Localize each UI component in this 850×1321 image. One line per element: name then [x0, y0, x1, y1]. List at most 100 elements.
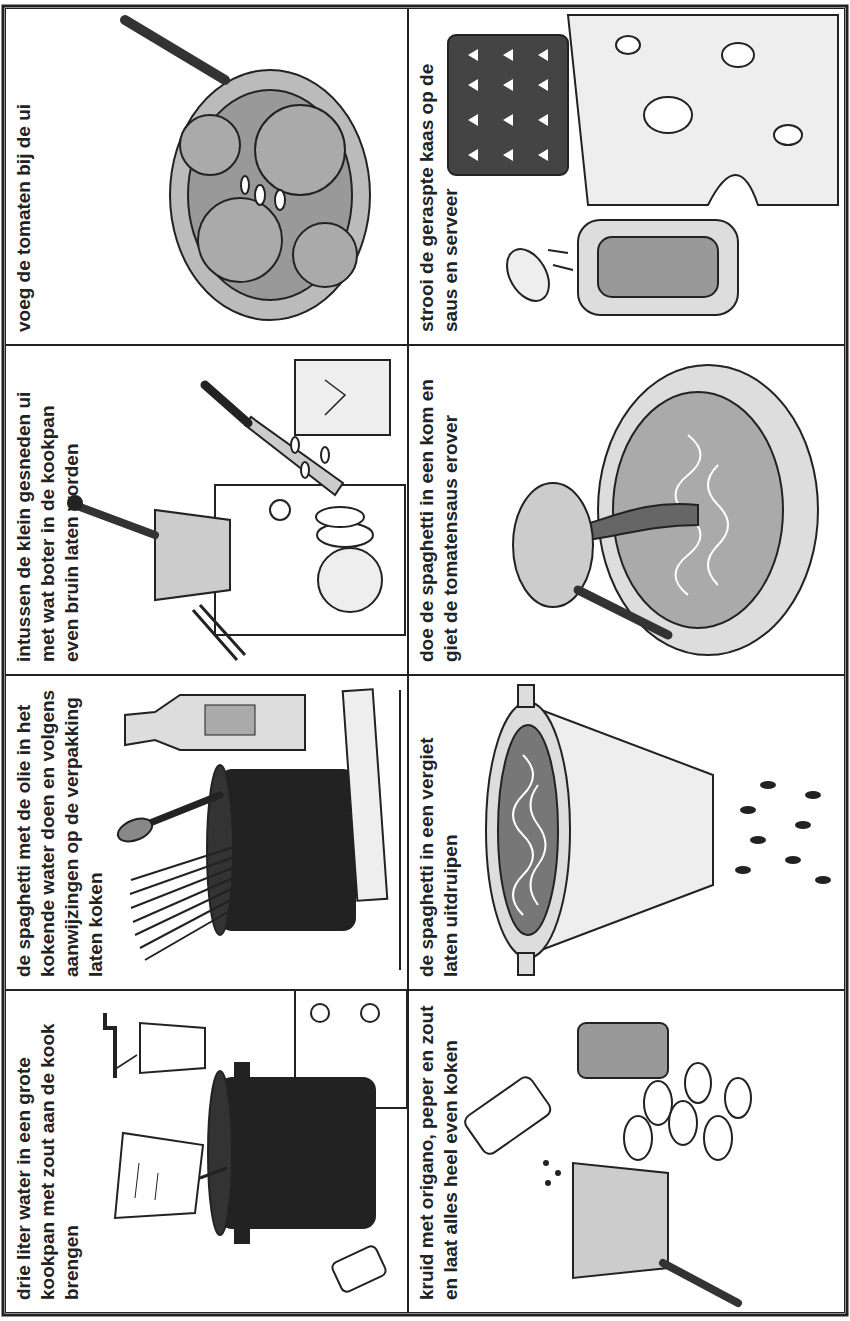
- step-instruction: drie liter water in een grote kookpan me…: [6, 991, 84, 1312]
- jug-scale: [155, 1173, 158, 1200]
- cheese-crumb: [553, 265, 573, 270]
- stove: [215, 485, 405, 635]
- onion: [318, 548, 382, 612]
- spaghetti-stick: [131, 865, 240, 908]
- tomato-slice: [644, 1081, 672, 1125]
- cheese-hole: [616, 36, 640, 54]
- pan-handle: [578, 590, 668, 635]
- spaghetti-pot-drawing: [115, 689, 400, 970]
- tomato-slice: [685, 1063, 711, 1103]
- step-panel: de spaghetti met de olie in het kokende …: [5, 675, 408, 990]
- water-tap: [105, 1013, 115, 1078]
- seasoning-drawing: [462, 1023, 751, 1303]
- stove-knob: [270, 500, 290, 520]
- cheese-hole: [774, 125, 802, 145]
- tomato: [255, 105, 345, 195]
- seasoning-dot: [544, 1161, 548, 1165]
- pot-rim: [208, 1071, 232, 1235]
- bowl-drawing: [513, 365, 818, 655]
- fork: [193, 605, 245, 660]
- spaghetti-package: [343, 689, 388, 901]
- plate: [578, 220, 738, 315]
- oil-bottle: [125, 695, 305, 750]
- seasoning-dot: [556, 1171, 560, 1175]
- cheese-drawing: [448, 15, 838, 315]
- tomato: [293, 223, 357, 287]
- saucepan: [573, 1163, 668, 1278]
- knife-handle: [205, 385, 248, 423]
- butter-box: [295, 360, 390, 435]
- pot-handle: [235, 1225, 249, 1243]
- tomato-slice: [624, 1116, 652, 1160]
- pan-handle: [125, 20, 225, 80]
- counter-edge: [399, 690, 401, 970]
- step-instruction: kruid met origano, peper en zout en laat…: [409, 991, 463, 1312]
- step-instruction: de spaghetti met de olie in het kokende …: [6, 676, 108, 989]
- tomato: [198, 198, 282, 282]
- spaghetti-stick: [140, 895, 240, 948]
- onion-piece: [255, 185, 265, 205]
- saucepan: [155, 510, 230, 600]
- onion-piece: [321, 447, 329, 463]
- butter-logo: [325, 380, 345, 415]
- spaghetti-strands: [513, 755, 546, 915]
- spaghetti-dish: [598, 237, 718, 297]
- spaghetti-heap: [498, 725, 558, 935]
- water-drop: [751, 837, 765, 843]
- onion-slice: [316, 507, 364, 527]
- sauce-stream: [583, 504, 698, 540]
- pepper-shaker: [578, 1023, 668, 1078]
- onion-piece: [275, 190, 285, 210]
- onion-drawing: [68, 360, 405, 660]
- colander-drawing: [486, 685, 830, 975]
- spaghetti-stick: [145, 905, 240, 960]
- step-panel: de spaghetti in een vergiet laten uitdru…: [408, 675, 845, 990]
- water-drop: [796, 822, 810, 828]
- water-drop: [786, 857, 800, 863]
- water-drop: [736, 867, 750, 873]
- step-instruction: intussen de klein gesneden ui met wat bo…: [6, 346, 84, 674]
- bottle-label: [205, 705, 255, 735]
- spaghetti-stick: [135, 885, 240, 935]
- cheese-hole: [644, 97, 692, 133]
- step-panel: intussen de klein gesneden ui met wat bo…: [5, 345, 408, 675]
- tomato-pan-drawing: [125, 20, 370, 320]
- outer-frame: [3, 6, 847, 1315]
- cheese-crumb: [548, 250, 568, 253]
- salt-shaker: [330, 1244, 387, 1293]
- tomato-slice: [704, 1116, 732, 1160]
- cheese-hole: [722, 43, 754, 67]
- tomato: [180, 115, 240, 175]
- seasoning-dot: [546, 1181, 550, 1185]
- step-panel: strooi de geraspte kaas op de saus en se…: [408, 8, 845, 345]
- step-panel: kruid met origano, peper en zout en laat…: [408, 990, 845, 1313]
- pot-handle: [235, 1063, 249, 1081]
- colander-handle: [518, 685, 534, 707]
- pan-handle: [80, 507, 155, 535]
- water-drop: [816, 877, 830, 883]
- colander-handle: [518, 953, 534, 975]
- step-instruction: de spaghetti in een vergiet laten uitdru…: [409, 676, 463, 989]
- grater-holes: [468, 49, 548, 161]
- tomato-slice: [669, 1101, 697, 1145]
- step-panel: voeg de tomaten bij de ui: [5, 8, 408, 345]
- salt-shaker: [462, 1074, 553, 1157]
- stove-knob: [311, 1004, 329, 1022]
- grater: [448, 35, 568, 175]
- stove-knob: [361, 1004, 379, 1022]
- water-stream: [117, 1055, 137, 1068]
- cooking-pot: [220, 1078, 375, 1228]
- wooden-spoon: [145, 795, 220, 825]
- cheese-block: [568, 15, 838, 205]
- measuring-jug: [140, 1023, 205, 1073]
- colander-rim: [486, 702, 570, 958]
- water-drop: [761, 782, 775, 788]
- pot-drawing: [105, 990, 407, 1294]
- onion-piece: [301, 462, 309, 478]
- spaghetti-stick: [131, 845, 240, 880]
- frying-pan: [170, 70, 370, 320]
- onion-piece: [241, 176, 249, 194]
- measuring-jug: [115, 1133, 203, 1218]
- spoon-bowl: [115, 814, 156, 846]
